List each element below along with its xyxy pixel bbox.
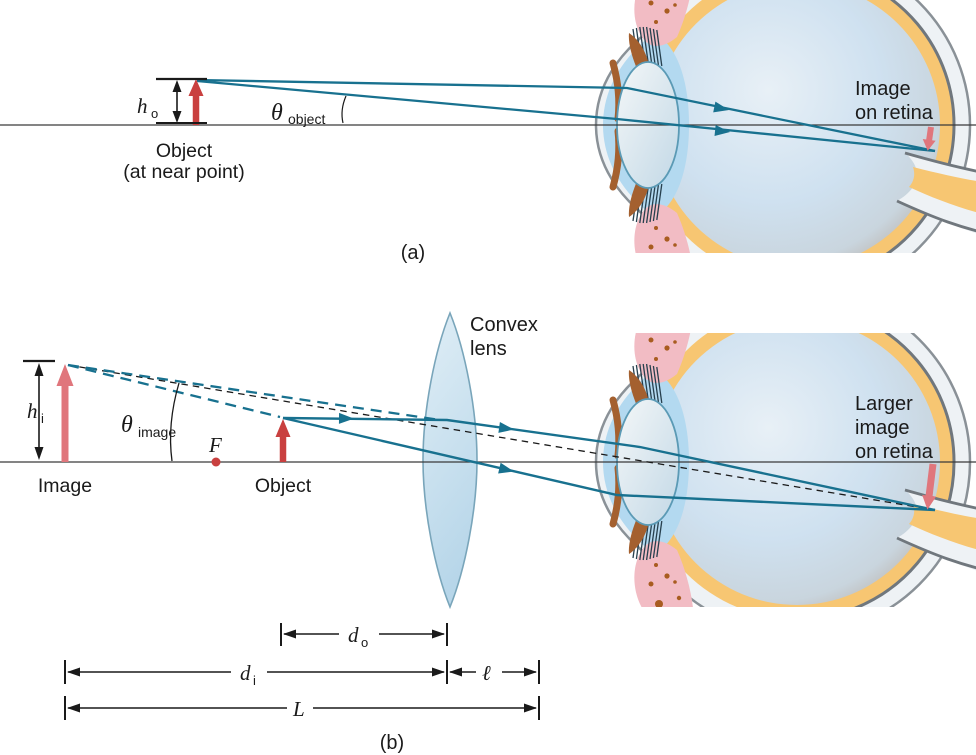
focal-point-label: F <box>208 433 222 457</box>
h-i-label: h <box>27 399 38 423</box>
virtual-ray-upper <box>67 363 441 422</box>
label-gap <box>339 623 379 645</box>
virtual-ray-lower <box>67 363 281 419</box>
ray-a-upper <box>196 78 936 153</box>
retina-label-b-line1: Larger <box>855 393 913 415</box>
ray-b-upper <box>282 416 936 512</box>
dim-L-label: L <box>292 697 305 721</box>
light-rays-a <box>196 78 936 153</box>
angle-arc-b <box>169 382 180 462</box>
sight-line-dashed <box>67 364 936 511</box>
ray-arrowhead <box>713 101 729 113</box>
object-label-b: Object <box>255 475 312 497</box>
retina-image-arrow-b <box>922 463 937 510</box>
object-label-a-line2: (at near point) <box>123 161 244 183</box>
angle-arc-a <box>341 95 347 124</box>
height-marker-a <box>156 77 207 124</box>
ray-arrowhead <box>498 421 514 433</box>
dim-do-label: d <box>348 623 359 647</box>
dim-ell-label: ℓ <box>482 661 491 685</box>
focal-point-dot <box>211 457 221 467</box>
lens-label-line2: lens <box>470 338 507 360</box>
h-i-subscript: i <box>41 411 44 426</box>
theta-image-label: θ <box>121 412 133 438</box>
h-o-label: h <box>137 94 148 118</box>
convex-lens <box>422 310 478 610</box>
retina-image-arrow-a <box>922 126 936 151</box>
light-rays-b <box>282 416 936 512</box>
object-arrow-a <box>188 79 204 125</box>
lens-label-line1: Convex <box>470 314 538 336</box>
theta-image-subscript: image <box>138 424 176 440</box>
dim-do-subscript: o <box>361 635 368 650</box>
virtual-image-arrow <box>56 364 74 462</box>
image-label-b: Image <box>38 475 92 497</box>
dim-di-label: d <box>240 661 251 685</box>
virtual-ray-extensions <box>67 363 441 422</box>
retina-label-b-line3: on retina <box>855 441 934 463</box>
label-gap <box>231 661 267 683</box>
retina-label-b-line2: image <box>855 417 909 439</box>
ray-a-lower <box>196 79 936 153</box>
object-arrow-b <box>275 419 291 462</box>
ray-arrowhead <box>498 462 514 474</box>
retina-label-a-line1: Image <box>855 78 911 100</box>
h-o-subscript: o <box>151 106 158 121</box>
theta-object-label: θ <box>271 100 283 126</box>
retina-label-a-line2: on retina <box>855 102 934 124</box>
object-label-a-line1: Object <box>156 140 213 162</box>
height-marker-b <box>23 359 55 460</box>
ray-arrowhead <box>338 412 354 424</box>
theta-object-subscript: object <box>288 111 325 127</box>
ray-arrowhead <box>714 125 730 136</box>
label-gap <box>287 697 313 719</box>
dim-di-subscript: i <box>253 673 256 688</box>
caption-a: (a) <box>401 242 425 264</box>
label-gap <box>476 661 502 683</box>
caption-b: (b) <box>380 732 404 754</box>
ray-b-lower <box>282 416 936 512</box>
